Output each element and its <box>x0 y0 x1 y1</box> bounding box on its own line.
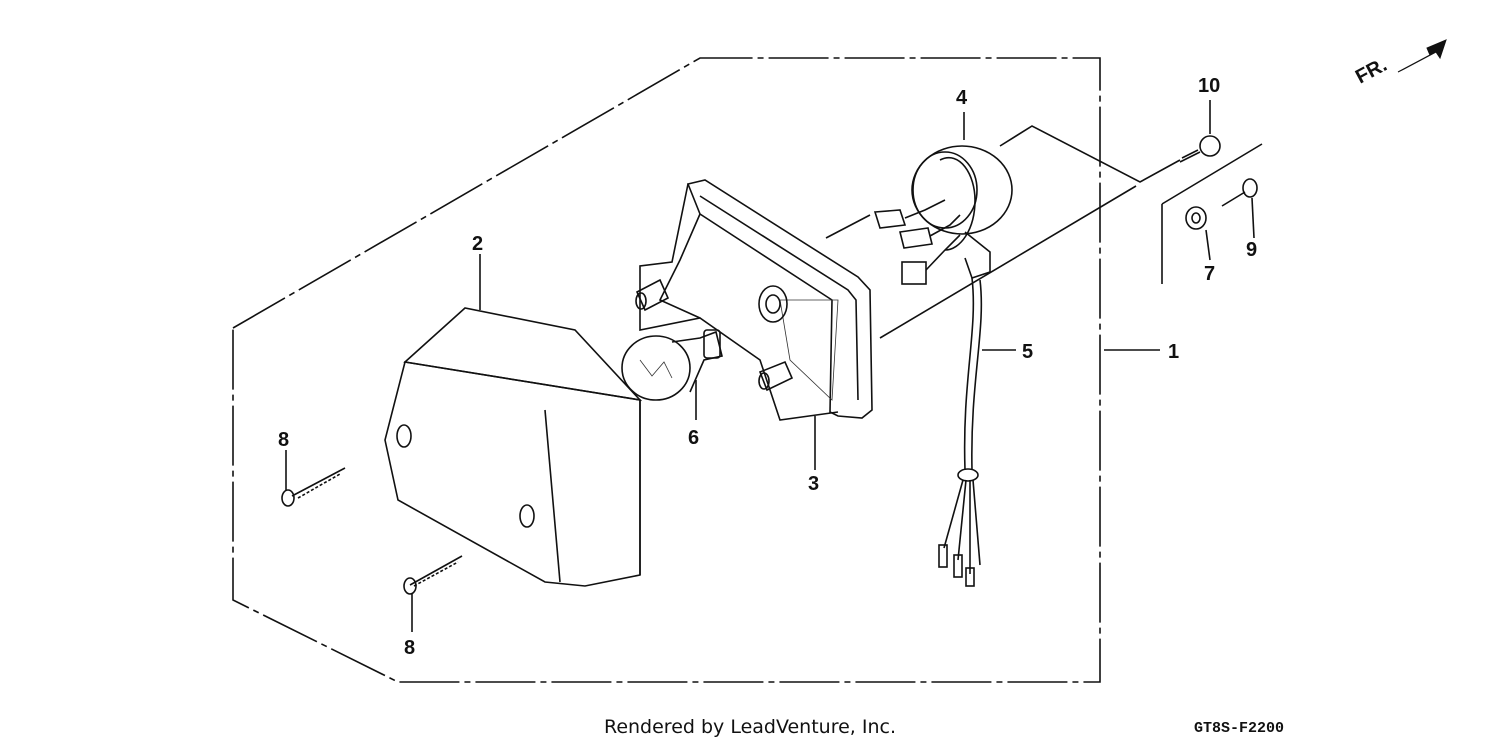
connectors <box>873 199 961 285</box>
wire-harness <box>938 277 983 587</box>
bulb <box>621 329 723 401</box>
diagram-code: GT8S-F2200 <box>1193 720 1284 737</box>
tapping-screws <box>281 467 463 595</box>
callout-7: 7 <box>1204 263 1215 285</box>
assembly-outline <box>232 57 1101 683</box>
callout-8-lower: 8 <box>404 637 415 659</box>
callout-9: 9 <box>1246 239 1257 261</box>
bulb-socket <box>911 145 1013 280</box>
front-marker-label: FR. <box>1352 54 1391 89</box>
callout-3: 3 <box>808 473 819 495</box>
callout-5: 5 <box>1022 341 1033 363</box>
callout-10: 10 <box>1198 75 1220 97</box>
taillight-lens <box>384 307 643 587</box>
mounting-hardware <box>1161 135 1263 284</box>
callout-1: 1 <box>1168 341 1179 363</box>
leader-lines <box>285 100 1255 632</box>
callout-8-upper: 8 <box>278 429 289 451</box>
callout-2: 2 <box>472 233 483 255</box>
callout-4: 4 <box>956 87 968 109</box>
callout-6: 6 <box>688 427 699 449</box>
front-direction-indicator: FR. <box>1352 39 1447 89</box>
render-credit: Rendered by LeadVenture, Inc. <box>603 716 897 738</box>
lamp-housing <box>635 179 873 421</box>
